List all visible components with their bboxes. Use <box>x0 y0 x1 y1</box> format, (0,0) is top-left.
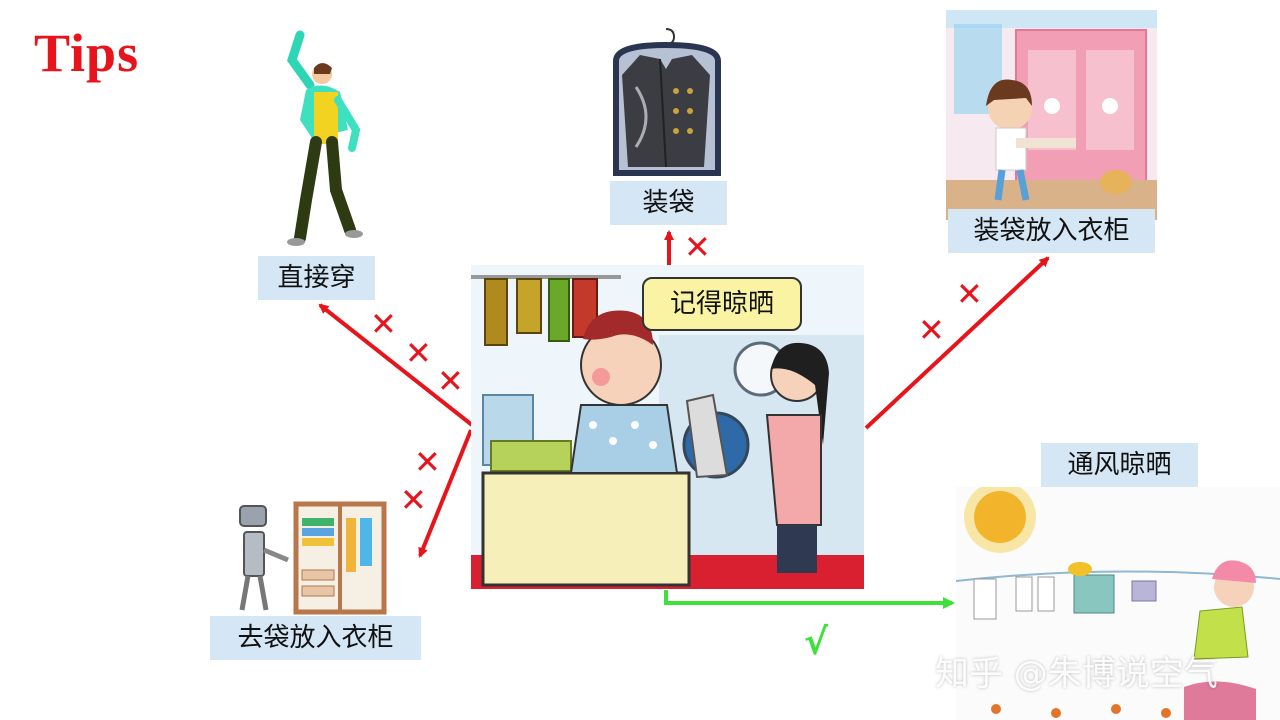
label-bagged-into-wardrobe: 装袋放入衣柜 <box>948 209 1155 253</box>
speech-bubble: 记得晾晒 <box>642 277 802 331</box>
watermark: 知乎 @朱博说空气 <box>935 654 1218 694</box>
arrow-to-bagged-wardrobe <box>864 256 1050 430</box>
arrow-to-wear-directly <box>318 303 474 427</box>
girl-wardrobe-illustration <box>946 10 1157 220</box>
coat-in-bag-illustration <box>613 28 721 176</box>
dancing-person-illustration <box>287 30 363 246</box>
page-title: Tips <box>34 23 140 83</box>
wrong-mark: ✕ <box>400 481 427 519</box>
wrong-mark: ✕ <box>405 334 432 372</box>
arrow-to-sun-dry <box>664 590 955 609</box>
right-mark: √ <box>804 622 829 663</box>
wrong-mark: ✕ <box>437 362 464 400</box>
sun-drying-illustration <box>956 487 1280 720</box>
wrong-mark: ✕ <box>370 305 397 343</box>
label-bagged: 装袋 <box>610 181 727 225</box>
robot-wardrobe-illustration <box>239 501 387 615</box>
label-wear-directly: 直接穿 <box>258 256 375 300</box>
arrow-to-unbag-wardrobe <box>418 429 473 558</box>
wrong-mark: ✕ <box>918 311 945 349</box>
wrong-mark: ✕ <box>414 443 441 481</box>
wrong-mark: ✕ <box>684 228 711 266</box>
wrong-mark: ✕ <box>956 275 983 313</box>
label-unbag-into-wardrobe: 去袋放入衣柜 <box>210 616 421 660</box>
label-ventilate-sun-dry: 通风晾晒 <box>1041 443 1198 487</box>
